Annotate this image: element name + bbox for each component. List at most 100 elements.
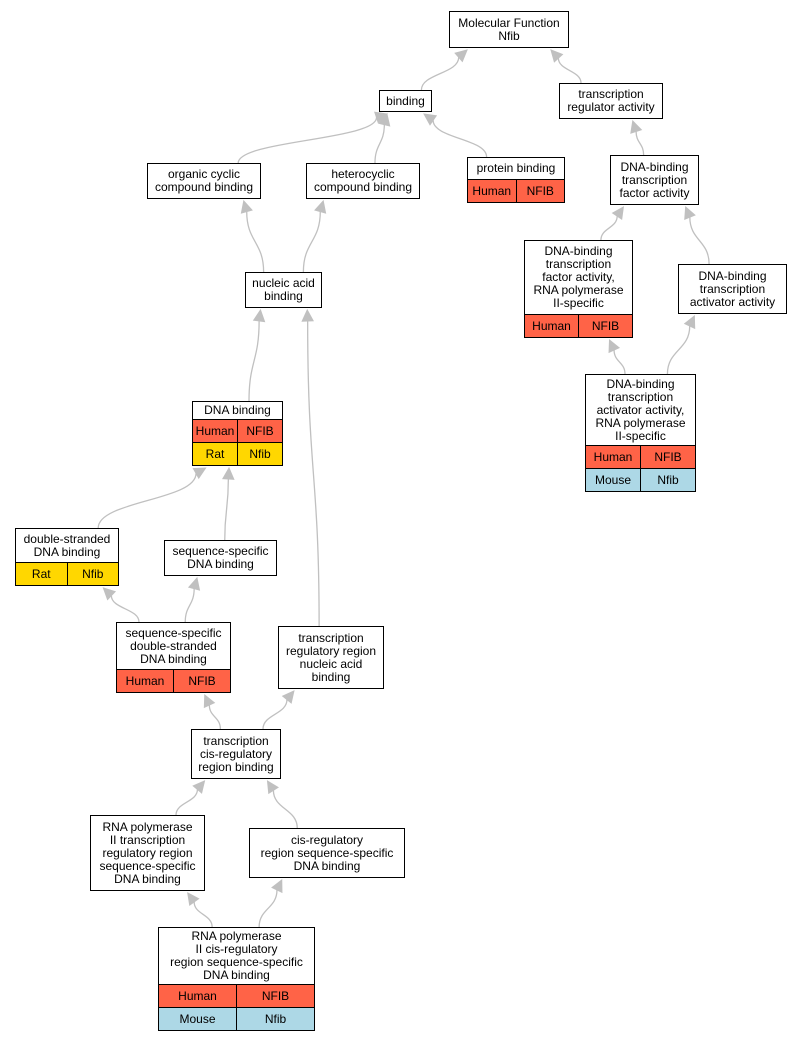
- arrowhead-icon: [314, 199, 327, 214]
- organism-cell: Human: [472, 183, 512, 198]
- edge-crrssdb-to-tcrb: [272, 790, 298, 829]
- annotation-row: Human NFIB: [586, 445, 695, 468]
- term-label: nucleic acid binding: [252, 276, 315, 303]
- term-node-ssdb[interactable]: sequence-specific DNA binding: [164, 540, 277, 576]
- term-node-dbtaa[interactable]: DNA-binding transcription activator acti…: [678, 264, 787, 314]
- organism-cell: Human: [532, 318, 571, 333]
- term-label: sequence-specific DNA binding: [172, 544, 269, 571]
- term-label: DNA-binding transcription activator acti…: [595, 376, 686, 443]
- edge-pb-to-binding: [432, 120, 488, 158]
- gene-cell: Nfib: [236, 1008, 314, 1030]
- arrowhead-icon: [608, 338, 621, 354]
- edge-hcb-to-binding: [374, 124, 385, 164]
- arrowhead-icon: [374, 111, 389, 124]
- edge-dnab-to-nab: [248, 320, 260, 402]
- organism-cell: Human: [125, 673, 165, 688]
- term-label: transcription regulator activity: [567, 87, 655, 114]
- arrowhead-icon: [187, 892, 200, 907]
- term-label: DNA binding: [204, 403, 271, 417]
- arrowhead-icon: [611, 206, 624, 221]
- annotation-row: Human NFIB: [525, 314, 632, 337]
- arrowhead-icon: [454, 49, 468, 63]
- organism-cell: Mouse: [594, 472, 632, 487]
- term-label: heterocyclic compound binding: [313, 167, 413, 194]
- gene-cell: NFIB: [173, 670, 230, 692]
- gene-cell: NFIB: [237, 420, 282, 442]
- term-node-binding[interactable]: binding: [379, 90, 432, 112]
- edge-ssdb-to-dnab: [224, 478, 230, 541]
- gene-cell: Nfib: [640, 469, 695, 491]
- arrowhead-icon: [271, 878, 283, 894]
- term-node-crrssdb[interactable]: cis-regulatory region sequence-specific …: [249, 828, 405, 878]
- edge-nab-to-hcb: [302, 211, 321, 273]
- term-node-rp2trr[interactable]: RNA polymerase II transcription regulato…: [90, 815, 205, 891]
- edge-tcrb-to-trrnab: [262, 699, 288, 730]
- term-label: DNA-binding transcription factor activit…: [619, 159, 690, 200]
- edge-nab-to-ocb: [246, 211, 265, 273]
- term-label: organic cyclic compound binding: [154, 167, 254, 194]
- term-node-tra[interactable]: transcription regulator activity: [559, 83, 663, 119]
- term-node-dbtaa2[interactable]: DNA-binding transcription activator acti…: [585, 374, 696, 492]
- term-label: sequence-specific double-stranded DNA bi…: [125, 625, 222, 666]
- arrowhead-icon: [102, 587, 117, 601]
- edge-binding-to-mf: [420, 57, 460, 91]
- organism-cell: Mouse: [179, 1011, 216, 1026]
- arrowhead-icon: [192, 467, 207, 480]
- gene-cell: Nfib: [66, 563, 119, 585]
- term-node-nab[interactable]: nucleic acid binding: [245, 272, 322, 308]
- arrowhead-icon: [252, 308, 266, 323]
- gene-cell: NFIB: [578, 315, 632, 337]
- edge-tcrb-to-ssdsdb: [208, 704, 222, 730]
- edge-dbtfa2-to-dbtfa: [600, 216, 618, 241]
- arrowhead-icon: [192, 780, 206, 794]
- edge-tra-to-mf: [557, 58, 582, 84]
- term-label: transcription cis-regulatory region bind…: [198, 733, 274, 774]
- term-label: binding: [386, 93, 425, 108]
- term-node-hcb[interactable]: heterocyclic compound binding: [306, 163, 420, 199]
- gene-cell: NFIB: [640, 446, 695, 468]
- edge-dbtaa2-to-dbtaa: [666, 325, 691, 375]
- term-label: Molecular Function Nfib: [458, 15, 560, 43]
- edge-dbtaa2-to-dbtfa2: [613, 349, 626, 375]
- term-node-mf[interactable]: Molecular Function Nfib: [449, 11, 569, 48]
- term-node-ssdsdb[interactable]: sequence-specific double-stranded DNA bi…: [116, 622, 231, 693]
- term-node-ocb[interactable]: organic cyclic compound binding: [147, 163, 261, 199]
- arrowhead-icon: [550, 49, 564, 63]
- edge-rp2crr-to-crrssdb: [258, 889, 278, 928]
- term-label: double-stranded DNA binding: [23, 531, 111, 559]
- arrowhead-icon: [683, 314, 696, 330]
- term-node-dbtfa[interactable]: DNA-binding transcription factor activit…: [610, 155, 699, 205]
- arrowhead-icon: [301, 308, 314, 322]
- arrowhead-icon: [240, 199, 253, 214]
- term-node-dbtfa2[interactable]: DNA-binding transcription factor activit…: [524, 240, 633, 338]
- term-node-trrnab[interactable]: transcription regulatory region nucleic …: [278, 626, 384, 689]
- arrowhead-icon: [684, 205, 696, 221]
- gene-cell: NFIB: [236, 985, 314, 1007]
- organism-cell: Human: [593, 449, 633, 464]
- arrowhead-icon: [378, 112, 391, 127]
- edge-rp2trr-to-tcrb: [175, 789, 199, 816]
- arrowhead-icon: [423, 113, 438, 126]
- annotation-row: Mouse Nfib: [159, 1007, 314, 1030]
- organism-cell: Rat: [205, 446, 225, 461]
- term-label: RNA polymerase II transcription regulato…: [99, 819, 196, 886]
- edge-dbtaa-to-dbtfa: [689, 217, 710, 265]
- edge-rp2crr-to-rp2trr: [193, 901, 213, 928]
- edge-dsdb-to-dnab: [97, 473, 197, 529]
- term-label: protein binding: [476, 161, 556, 175]
- term-node-rp2crr[interactable]: RNA polymerase II cis-regulatory region …: [158, 927, 315, 1031]
- term-node-tcrb[interactable]: transcription cis-regulatory region bind…: [191, 729, 281, 779]
- term-label: transcription regulatory region nucleic …: [285, 630, 377, 684]
- arrowhead-icon: [630, 119, 643, 134]
- gene-cell: NFIB: [515, 180, 565, 202]
- edge-trrnab-to-nab: [307, 320, 320, 627]
- arrowhead-icon: [266, 780, 279, 795]
